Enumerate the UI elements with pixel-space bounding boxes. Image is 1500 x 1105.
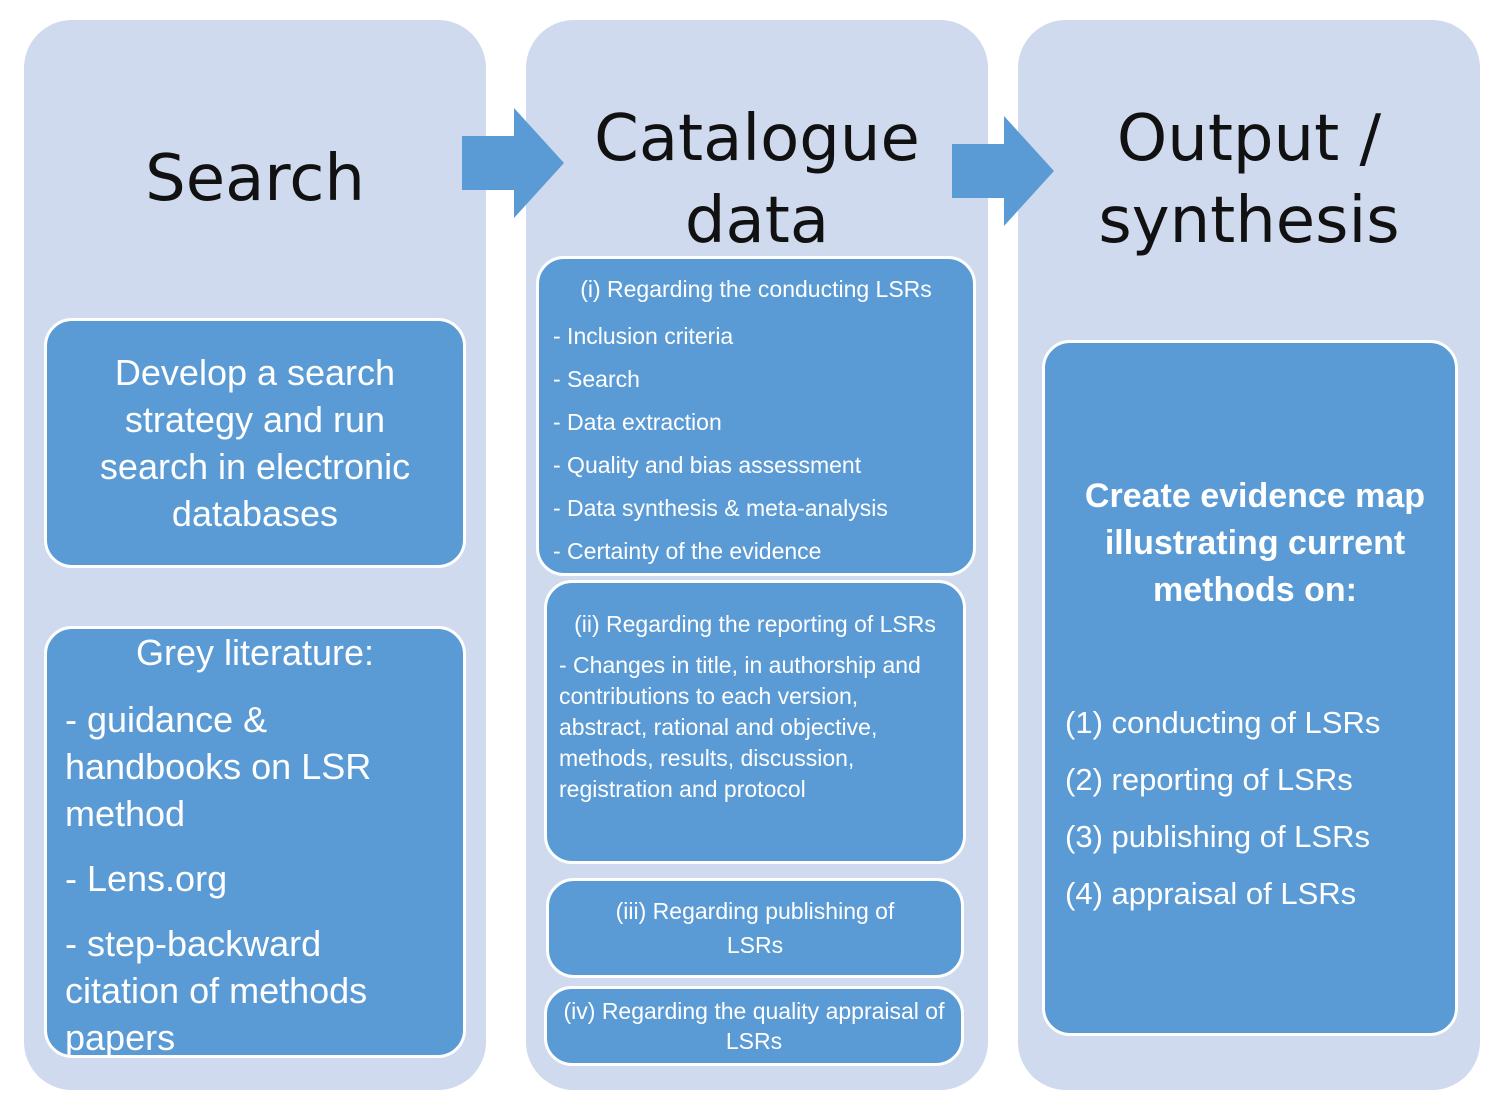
conducting-lsrs-box: (i) Regarding the conducting LSRs - Incl… <box>536 256 976 576</box>
arrow-right-icon <box>952 116 1054 226</box>
grey-literature-box: Grey literature: - guidance & handbooks … <box>44 626 466 1058</box>
search-title: Search <box>145 142 365 216</box>
grey-literature-item: - guidance & handbooks on LSR method <box>65 699 372 834</box>
catalogue-title: Catalogue data <box>594 102 920 258</box>
conducting-item: - Inclusion criteria <box>553 323 734 349</box>
appraisal-text: (iv) Regarding the quality appraisal of … <box>563 998 945 1054</box>
conducting-item: - Data synthesis & meta-analysis <box>553 495 888 521</box>
output-item: (4) appraisal of LSRs <box>1065 876 1357 911</box>
grey-literature-heading: Grey literature: <box>135 632 375 673</box>
reporting-heading: (ii) Regarding the reporting of LSRs <box>574 611 936 637</box>
conducting-item: - Quality and bias assessment <box>553 452 862 478</box>
output-item: (3) publishing of LSRs <box>1065 819 1370 854</box>
conducting-heading: (i) Regarding the conducting LSRs <box>580 276 932 302</box>
grey-literature-item: - step-backward citation of methods pape… <box>65 923 368 1058</box>
publishing-text: (iii) Regarding publishing of LSRs <box>615 898 895 958</box>
publishing-lsrs-box: (iii) Regarding publishing of LSRs <box>546 878 964 978</box>
output-item: (1) conducting of LSRs <box>1065 705 1381 740</box>
output-title: Output / synthesis <box>1098 102 1400 258</box>
reporting-lsrs-box: (ii) Regarding the reporting of LSRs - C… <box>544 580 966 864</box>
reporting-body: - Changes in title, in authorship and co… <box>559 652 921 802</box>
conducting-item: - Data extraction <box>553 409 722 435</box>
output-item: (2) reporting of LSRs <box>1065 762 1353 797</box>
develop-search-strategy-box: Develop a search strategy and run search… <box>44 318 466 568</box>
appraisal-lsrs-box: (iv) Regarding the quality appraisal of … <box>544 986 964 1066</box>
evidence-map-heading: Create evidence map illustrating current… <box>1084 477 1426 609</box>
develop-search-text: Develop a search strategy and run search… <box>99 352 411 534</box>
grey-literature-item: - Lens.org <box>65 858 228 899</box>
evidence-map-box: Create evidence map illustrating current… <box>1042 340 1458 1036</box>
conducting-item: - Certainty of the evidence <box>553 538 822 564</box>
arrow-right-icon <box>462 108 564 218</box>
conducting-item: - Search <box>553 366 640 392</box>
